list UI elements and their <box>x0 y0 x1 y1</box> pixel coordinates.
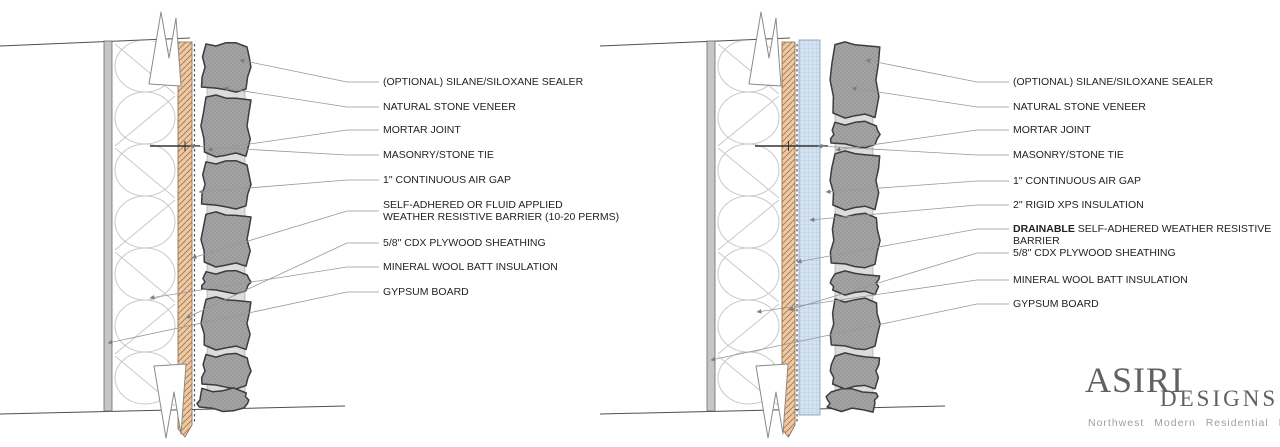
stone-veneer-block <box>200 352 252 390</box>
stone-veneer-block <box>829 212 881 269</box>
gypsum-board-layer <box>103 40 113 412</box>
stone-footing-block <box>825 388 879 413</box>
leader-lines-left <box>107 58 379 345</box>
label-right-drainable-wrb: DRAINABLE SELF-ADHERED WEATHER RESISTIVE… <box>1013 223 1280 247</box>
label-left-air-gap: 1" CONTINUOUS AIR GAP <box>383 174 511 186</box>
label-left-wrb: SELF-ADHERED OR FLUID APPLIED WEATHER RE… <box>383 199 620 223</box>
stone-veneer-block <box>200 296 252 351</box>
label-right-stone-veneer: NATURAL STONE VENEER <box>1013 101 1146 113</box>
break-line-symbol-bottom <box>153 363 187 439</box>
label-right-masonry-tie: MASONRY/STONE TIE <box>1013 149 1124 161</box>
logo-wordmark: ASIRI <box>1085 360 1185 400</box>
stone-veneer-block <box>200 41 252 93</box>
leader-line <box>851 86 1009 108</box>
label-right-plywood: 5/8" CDX PLYWOOD SHEATHING <box>1013 247 1176 259</box>
label-right-sealer: (OPTIONAL) SILANE/SILOXANE SEALER <box>1013 76 1214 88</box>
logo-sub-wordmark: DESIGNS <box>1160 386 1279 411</box>
break-line-symbol-top <box>748 11 782 87</box>
leader-line <box>191 210 379 260</box>
stone-veneer-block <box>829 297 881 351</box>
label-left-sealer: (OPTIONAL) SILANE/SILOXANE SEALER <box>383 76 584 88</box>
leader-line <box>189 143 379 156</box>
leader-line <box>223 86 379 108</box>
mineral-wool-insulation-layer <box>717 41 780 407</box>
leader-line <box>185 242 379 319</box>
leader-line <box>817 143 1009 156</box>
leader-lines-right <box>710 58 1009 362</box>
label-right-mortar-joint: MORTAR JOINT <box>1013 124 1091 136</box>
mineral-wool-insulation-layer <box>114 41 176 407</box>
label-right-air-gap: 1" CONTINUOUS AIR GAP <box>1013 175 1141 187</box>
label-left-gypsum: GYPSUM BOARD <box>383 286 469 298</box>
stone-veneer-block <box>829 150 881 211</box>
leader-line <box>710 303 1009 362</box>
stone-footing-block <box>196 387 250 413</box>
label-left-stone-veneer: NATURAL STONE VENEER <box>383 101 516 113</box>
stone-veneer-block <box>829 120 881 149</box>
leader-line <box>809 204 1009 222</box>
leader-line <box>788 252 1009 312</box>
wall-section-left <box>0 11 346 439</box>
leader-line <box>149 266 379 300</box>
leader-line <box>239 58 379 83</box>
xps-insulation-layer <box>798 39 821 416</box>
stone-veneer-block <box>200 94 252 158</box>
stone-veneer-block <box>829 41 881 119</box>
label-right-drainable-bold: DRAINABLE <box>1013 223 1075 235</box>
leader-line <box>865 58 1009 83</box>
leader-line <box>835 129 1009 152</box>
label-left-mineral-wool: MINERAL WOOL BATT INSULATION <box>383 261 558 273</box>
stone-veneer-block <box>200 159 252 210</box>
stone-veneer-block <box>829 352 881 390</box>
logo-tagline: Northwest Modern Residential Design <box>1088 417 1280 429</box>
leader-line <box>198 179 379 195</box>
label-right-mineral-wool: MINERAL WOOL BATT INSULATION <box>1013 274 1188 286</box>
break-line-symbol-top <box>148 11 182 87</box>
asiri-designs-logo: ASIRI DESIGNS Northwest Modern Residenti… <box>1083 360 1280 440</box>
leader-line <box>796 228 1009 264</box>
bottom-boundary-line <box>0 405 346 415</box>
leader-line <box>756 279 1009 314</box>
gypsum-board-layer <box>706 40 716 412</box>
break-line-symbol-bottom <box>755 363 789 439</box>
leader-line <box>207 129 379 152</box>
label-left-masonry-tie: MASONRY/STONE TIE <box>383 149 494 161</box>
leader-line <box>107 291 379 345</box>
label-right-gypsum: GYPSUM BOARD <box>1013 298 1099 310</box>
label-right-drainable-rest: SELF-ADHERED WEATHER RESISTIVE BARRIER <box>1013 223 1272 247</box>
label-left-plywood: 5/8" CDX PLYWOOD SHEATHING <box>383 237 546 249</box>
wall-section-right <box>599 11 946 439</box>
label-right-xps: 2" RIGID XPS INSULATION <box>1013 199 1144 211</box>
label-left-mortar-joint: MORTAR JOINT <box>383 124 461 136</box>
stone-veneer-block <box>200 211 252 268</box>
leader-line <box>825 180 1009 195</box>
